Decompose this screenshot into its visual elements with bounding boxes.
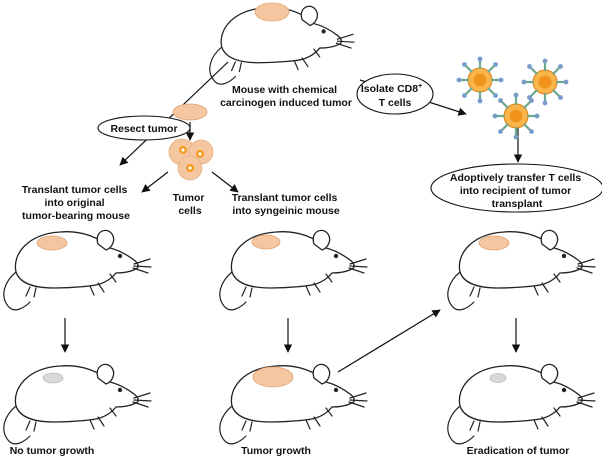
t-cell-cluster [455, 55, 570, 141]
arrow-to-syngeneic-mouse [211, 171, 239, 193]
syngeneic-mouse [219, 229, 368, 311]
mouse-icon [3, 229, 152, 311]
tumor-cells-label: Tumor cells [173, 192, 208, 217]
t-cell-icon [491, 91, 541, 141]
no-growth-mouse [3, 363, 152, 445]
transplant-original-label: Translant tumor cells into original tumo… [22, 184, 131, 222]
mouse-icon [447, 229, 596, 311]
source-mouse: Mouse with chemical carcinogen induced t… [209, 2, 355, 109]
tumor-icon [36, 235, 68, 251]
resect-tumor-oval: Resect tumor [97, 115, 191, 141]
recipient-mouse [447, 229, 596, 311]
resect-tumor-label: Resect tumor [110, 123, 177, 135]
adoptive-transfer-oval: Adoptively transfer T cells into recipie… [430, 163, 602, 213]
resected-tumor-icon [172, 103, 208, 121]
tumor-icon [478, 235, 510, 251]
mouse-icon [219, 363, 368, 445]
eradication-label: Eradication of tumor [467, 445, 570, 457]
adoptive-transfer-label: Adoptively transfer T cells into recipie… [450, 172, 584, 210]
tumor-icon [254, 2, 290, 22]
arrow-to-original-mouse [141, 171, 169, 193]
t-cell-icon [455, 55, 505, 105]
transplant-syngeneic-label: Translant tumor cells into syngeinic mou… [232, 192, 341, 217]
no-tumor-growth-label: No tumor growth [10, 445, 95, 457]
original-mouse [3, 229, 152, 311]
tumor-icon [252, 366, 294, 388]
t-cell-icon [520, 57, 570, 107]
mouse-icon [447, 363, 596, 445]
isolate-cd8-label: Isolate CD8+ T cells [361, 79, 425, 109]
isolate-cd8-oval: Isolate CD8+ T cells [356, 73, 434, 115]
arrow-to-recipient [337, 309, 441, 373]
mouse-icon [3, 363, 152, 445]
tumor-icon [251, 234, 281, 250]
eradication-mouse [447, 363, 596, 445]
residual-tumor-icon [489, 373, 507, 383]
source-mouse-label: Mouse with chemical carcinogen induced t… [220, 84, 352, 109]
tumor-growth-mouse [219, 363, 368, 445]
residual-tumor-icon [42, 372, 64, 384]
tumor-growth-label: Tumor growth [241, 445, 311, 457]
tumor-cell-icon [168, 138, 214, 181]
mouse-icon [219, 229, 368, 311]
